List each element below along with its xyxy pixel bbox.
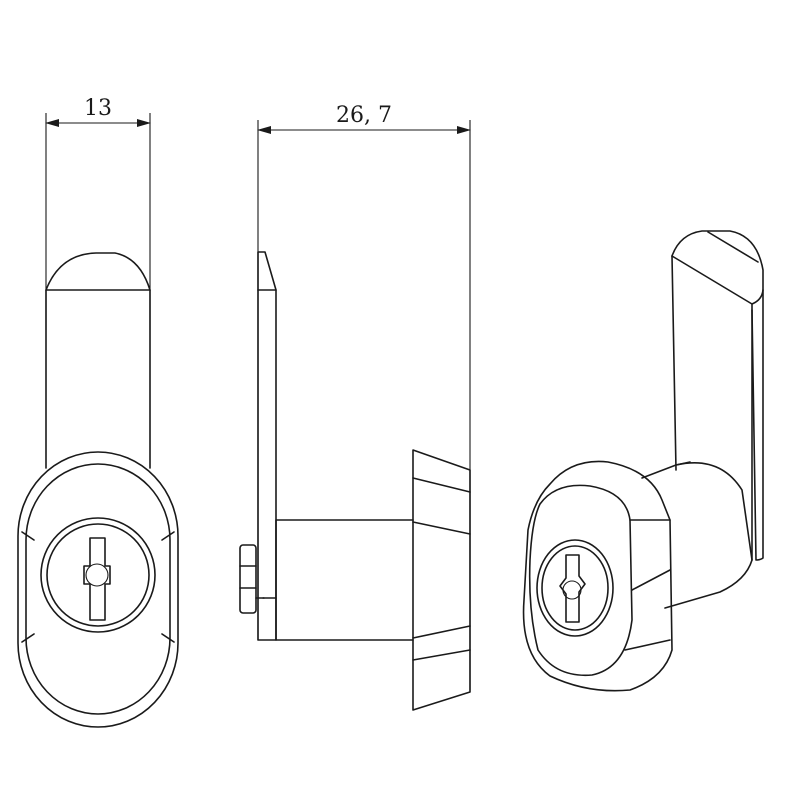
cam-blade-iso — [671, 230, 764, 561]
lock-housing-iso — [522, 460, 673, 692]
isometric-view — [522, 230, 764, 692]
dimension-label-width: 13 — [84, 96, 112, 121]
front-view: 13 — [17, 96, 179, 728]
cylinder-neck-iso — [641, 461, 753, 609]
keyhole — [83, 537, 111, 621]
side-view: 26, 7 — [239, 103, 471, 711]
cylinder-body-side — [262, 519, 414, 641]
dimension-width: 13 — [45, 96, 151, 330]
dimension-length: 26, 7 — [257, 103, 471, 690]
rear-stub-side — [239, 544, 265, 614]
front-bezel-side — [412, 449, 471, 711]
lock-housing-front — [17, 451, 179, 728]
dimension-label-length: 26, 7 — [336, 103, 392, 128]
cam-plate-side — [257, 251, 277, 641]
cam-blade — [45, 252, 151, 469]
lock-cylinder-iso — [536, 539, 614, 637]
keyhole-iso — [559, 554, 586, 623]
lock-cylinder-front — [40, 517, 156, 633]
